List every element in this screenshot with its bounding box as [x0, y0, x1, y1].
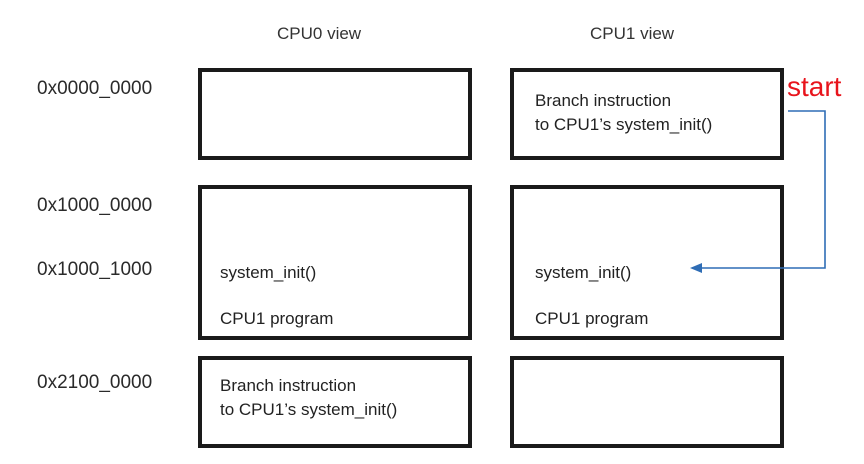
cpu1-branch-instruction-line1: Branch instruction — [535, 91, 672, 110]
cpu0-region-0x2100-0000: Branch instruction to CPU1’s system_init… — [198, 356, 472, 448]
address-label-0x1000-0000: 0x1000_0000 — [37, 195, 153, 216]
cpu1-branch-instruction-line2: to CPU1’s system_init() — [535, 115, 713, 134]
cpu0-branch-instruction-line1: Branch instruction — [220, 376, 357, 395]
cpu1-region-0x0000-0000: Branch instruction to CPU1’s system_init… — [510, 68, 784, 160]
cpu0-view-header: CPU0 view — [277, 24, 362, 43]
cpu1-region-cpu1-program: system_init() CPU1 program — [510, 185, 784, 340]
cpu1-cpu1-program-label: CPU1 program — [535, 309, 649, 328]
cpu1-region-0x2100-0000 — [510, 356, 784, 448]
address-label-0x2100-0000: 0x2100_0000 — [37, 372, 153, 393]
start-label: start — [787, 71, 842, 102]
address-label-0x0000-0000: 0x0000_0000 — [37, 78, 153, 99]
cpu1-view-header: CPU1 view — [590, 24, 675, 43]
cpu0-region-0x0000-0000 — [198, 68, 472, 160]
cpu0-branch-instruction-line2: to CPU1’s system_init() — [220, 400, 398, 419]
cpu0-cpu1-program-label: CPU1 program — [220, 309, 334, 328]
cpu0-region-cpu1-program: system_init() CPU1 program — [198, 185, 472, 340]
cpu1-system-init-label: system_init() — [535, 263, 632, 282]
address-label-0x1000-1000: 0x1000_1000 — [37, 259, 153, 280]
cpu0-system-init-label: system_init() — [220, 263, 317, 282]
